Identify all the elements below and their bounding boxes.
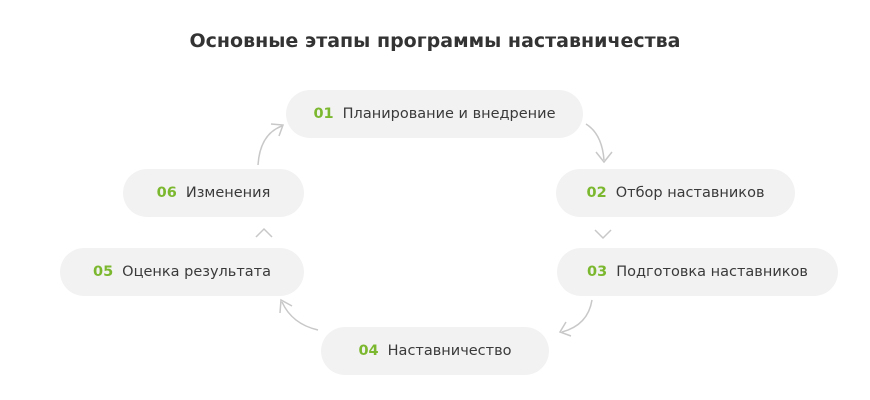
step-label: Планирование и внедрение <box>342 106 556 122</box>
arrow-03-04-icon <box>558 299 593 337</box>
arrow-04-05-icon <box>279 298 319 331</box>
step-05: 05 Оценка результата <box>60 248 304 296</box>
step-01: 01 Планирование и внедрение <box>286 90 583 138</box>
step-02: 02 Отбор наставников <box>556 169 795 217</box>
step-04: 04 Наставничество <box>321 327 549 375</box>
step-number: 01 <box>313 106 334 122</box>
arrow-05-06-icon <box>255 227 273 238</box>
step-number: 06 <box>156 185 177 201</box>
arrow-02-03-icon <box>594 229 612 240</box>
step-number: 02 <box>586 185 607 201</box>
step-number: 04 <box>358 343 379 359</box>
arrow-01-02-icon <box>585 123 613 164</box>
arrow-06-01-icon <box>257 123 285 166</box>
diagram-title: Основные этапы программы наставничества <box>189 30 681 52</box>
step-label: Оценка результата <box>122 264 272 280</box>
step-06: 06 Изменения <box>123 169 304 217</box>
step-03: 03 Подготовка наставников <box>557 248 838 296</box>
step-label: Наставничество <box>387 343 512 359</box>
step-number: 05 <box>92 264 114 280</box>
step-label: Отбор наставников <box>615 185 765 201</box>
step-label: Изменения <box>185 185 271 201</box>
step-label: Подготовка наставников <box>616 264 808 280</box>
step-number: 03 <box>587 264 608 280</box>
